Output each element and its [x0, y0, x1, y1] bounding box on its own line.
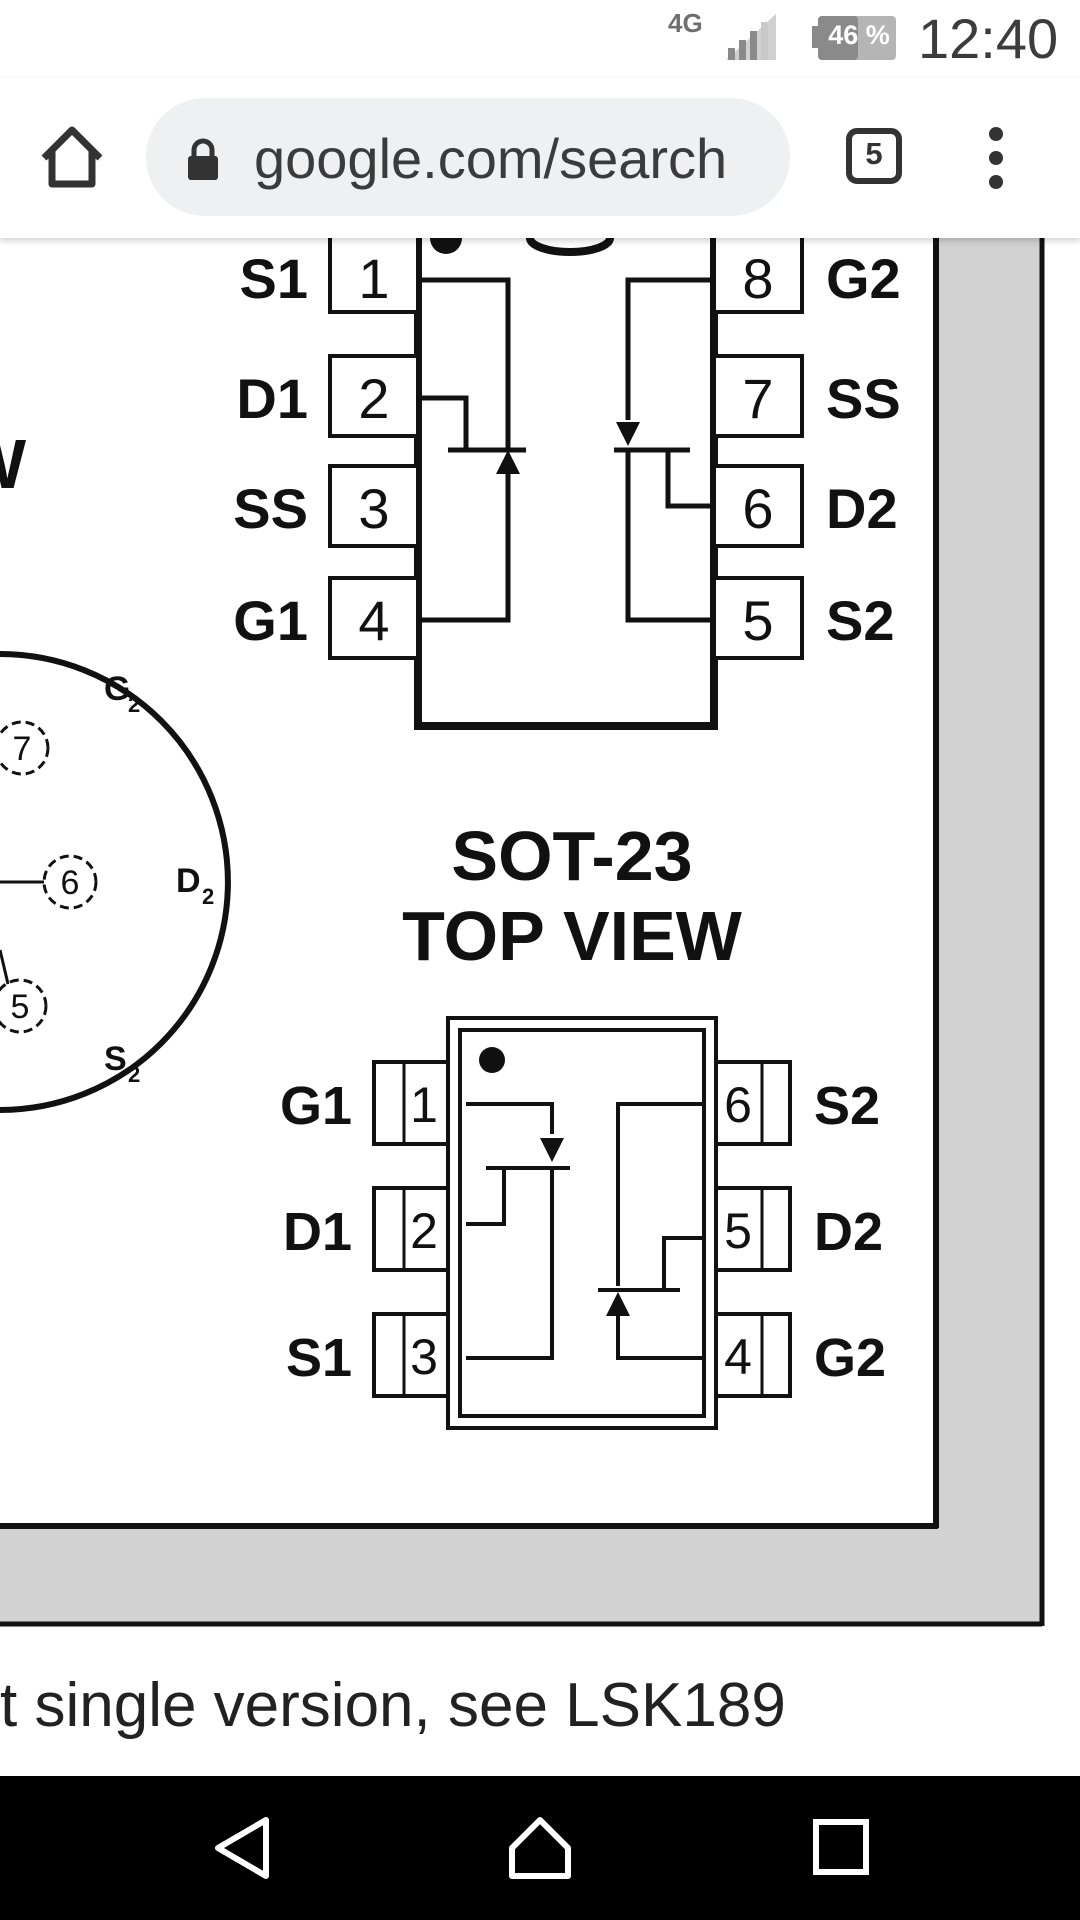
back-button[interactable] [212, 1816, 272, 1880]
soic-package: 1 2 3 4 8 7 6 5 S1 D1 SS G1 G2 SS D2 S2 [233, 238, 901, 730]
url-bar[interactable]: google.com/search [146, 98, 790, 216]
pinout-diagram: 1 2 3 4 8 7 6 5 S1 D1 SS G1 G2 SS D2 S2 [0, 238, 1080, 1776]
svg-text:S1: S1 [240, 247, 309, 310]
network-type: 4G [668, 8, 703, 38]
partial-heading: W [0, 425, 26, 503]
svg-text:D: D [176, 862, 201, 900]
svg-text:2: 2 [202, 884, 214, 909]
system-navigation-bar [0, 1776, 1080, 1920]
more-menu-button[interactable] [976, 122, 1016, 194]
back-icon [215, 1817, 269, 1879]
home-icon [41, 126, 103, 188]
svg-text:G2: G2 [826, 247, 901, 310]
pinout-image: 1 2 3 4 8 7 6 5 S1 D1 SS G1 G2 SS D2 S2 [0, 238, 1080, 1776]
svg-text:S2: S2 [826, 589, 895, 652]
svg-text:G: G [104, 670, 130, 708]
pin1-notch-left [430, 238, 462, 254]
svg-text:D2: D2 [814, 1202, 883, 1262]
svg-text:3: 3 [358, 477, 389, 540]
home-nav-button[interactable] [506, 1814, 574, 1880]
clock: 12:40 [918, 7, 1059, 70]
pin1-dot [479, 1047, 505, 1073]
svg-text:5: 5 [724, 1203, 752, 1259]
svg-text:G1: G1 [233, 589, 308, 652]
tabs-icon [846, 128, 902, 184]
battery-level: 46 % [828, 20, 890, 50]
svg-text:S: S [104, 1040, 127, 1078]
status-bar: 4G 46 % 12:40 [0, 0, 1080, 78]
svg-text:7: 7 [742, 367, 773, 430]
svg-text:6: 6 [61, 864, 80, 902]
sot23-heading: SOT-23 TOP VIEW [402, 817, 742, 975]
svg-text:8: 8 [742, 247, 773, 310]
svg-text:G1: G1 [280, 1076, 352, 1136]
caption-text: t single version, see LSK189 [0, 1671, 786, 1740]
home-button[interactable] [36, 120, 108, 192]
svg-text:2: 2 [358, 367, 389, 430]
svg-text:D2: D2 [826, 477, 898, 540]
svg-text:SOT-23: SOT-23 [451, 817, 692, 895]
to71-package: 7 6 5 G 2 D 2 S 2 [0, 651, 231, 1113]
svg-text:2: 2 [128, 1062, 140, 1087]
browser-toolbar: google.com/search 5 [0, 78, 1080, 238]
svg-text:3: 3 [410, 1329, 438, 1385]
svg-text:7: 7 [13, 730, 32, 768]
svg-text:SS: SS [233, 477, 308, 540]
svg-text:TOP VIEW: TOP VIEW [402, 897, 742, 975]
svg-text:G2: G2 [814, 1328, 886, 1388]
svg-text:D1: D1 [283, 1202, 352, 1262]
tab-count: 5 [865, 136, 883, 171]
svg-text:1: 1 [358, 247, 389, 310]
svg-text:2: 2 [128, 692, 140, 717]
svg-text:5: 5 [742, 589, 773, 652]
svg-text:S1: S1 [286, 1328, 352, 1388]
signal-icon [726, 14, 776, 60]
sot23-package: 1 2 3 6 5 4 G1 D1 S1 S2 D2 G2 [280, 1016, 886, 1430]
recents-icon [813, 1819, 869, 1875]
svg-text:6: 6 [742, 477, 773, 540]
more-vert-icon [989, 127, 1003, 189]
tab-switcher-button[interactable]: 5 [846, 128, 902, 184]
url-text[interactable]: google.com/search [254, 127, 728, 190]
svg-text:4: 4 [724, 1329, 752, 1385]
pin1-notch [526, 238, 614, 256]
battery-icon [812, 16, 896, 60]
svg-text:2: 2 [410, 1203, 438, 1259]
recents-button[interactable] [812, 1818, 870, 1876]
lock-icon [188, 138, 218, 180]
svg-text:S2: S2 [814, 1076, 880, 1136]
svg-text:SS: SS [826, 367, 901, 430]
svg-text:D1: D1 [236, 367, 308, 430]
home-outline-icon [509, 1817, 571, 1879]
svg-text:4: 4 [358, 589, 389, 652]
svg-text:5: 5 [11, 988, 30, 1026]
svg-text:6: 6 [724, 1077, 752, 1133]
svg-text:1: 1 [410, 1077, 438, 1133]
